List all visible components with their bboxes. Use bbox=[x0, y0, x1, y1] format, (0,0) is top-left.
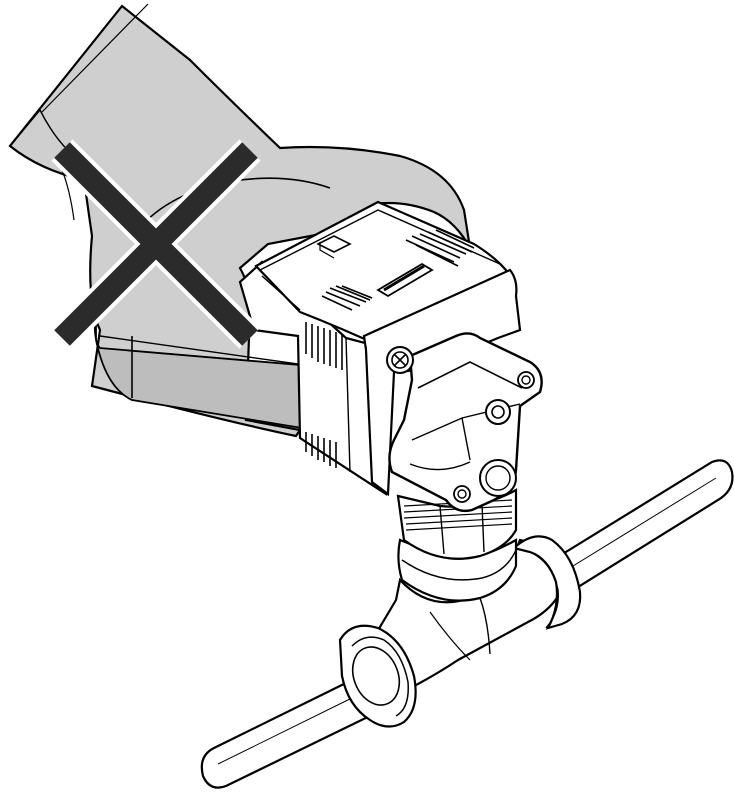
sensor-top-slot bbox=[376, 262, 434, 298]
screw-icon bbox=[386, 346, 414, 374]
bolt-hole-icon bbox=[485, 399, 511, 425]
bolt-hole-icon bbox=[517, 371, 535, 389]
sensor-top-vent-left bbox=[321, 285, 373, 311]
hex-nut bbox=[396, 488, 518, 602]
pipe bbox=[200, 459, 734, 789]
cable-port-icon bbox=[479, 459, 517, 497]
tee-fitting bbox=[338, 535, 582, 728]
connector-bracket bbox=[386, 332, 543, 513]
sensor-side-vent-lower bbox=[305, 432, 337, 468]
sensor-front-face bbox=[362, 268, 522, 497]
sensor-body bbox=[238, 200, 522, 497]
prohibition-x-icon bbox=[51, 139, 261, 349]
bolt-hole-icon bbox=[453, 485, 471, 503]
sensor-top-vent-right bbox=[405, 229, 475, 267]
pipe-right-segment bbox=[546, 459, 734, 594]
sensor-indicator-window bbox=[316, 235, 352, 253]
sensor-side-vent bbox=[305, 322, 343, 370]
